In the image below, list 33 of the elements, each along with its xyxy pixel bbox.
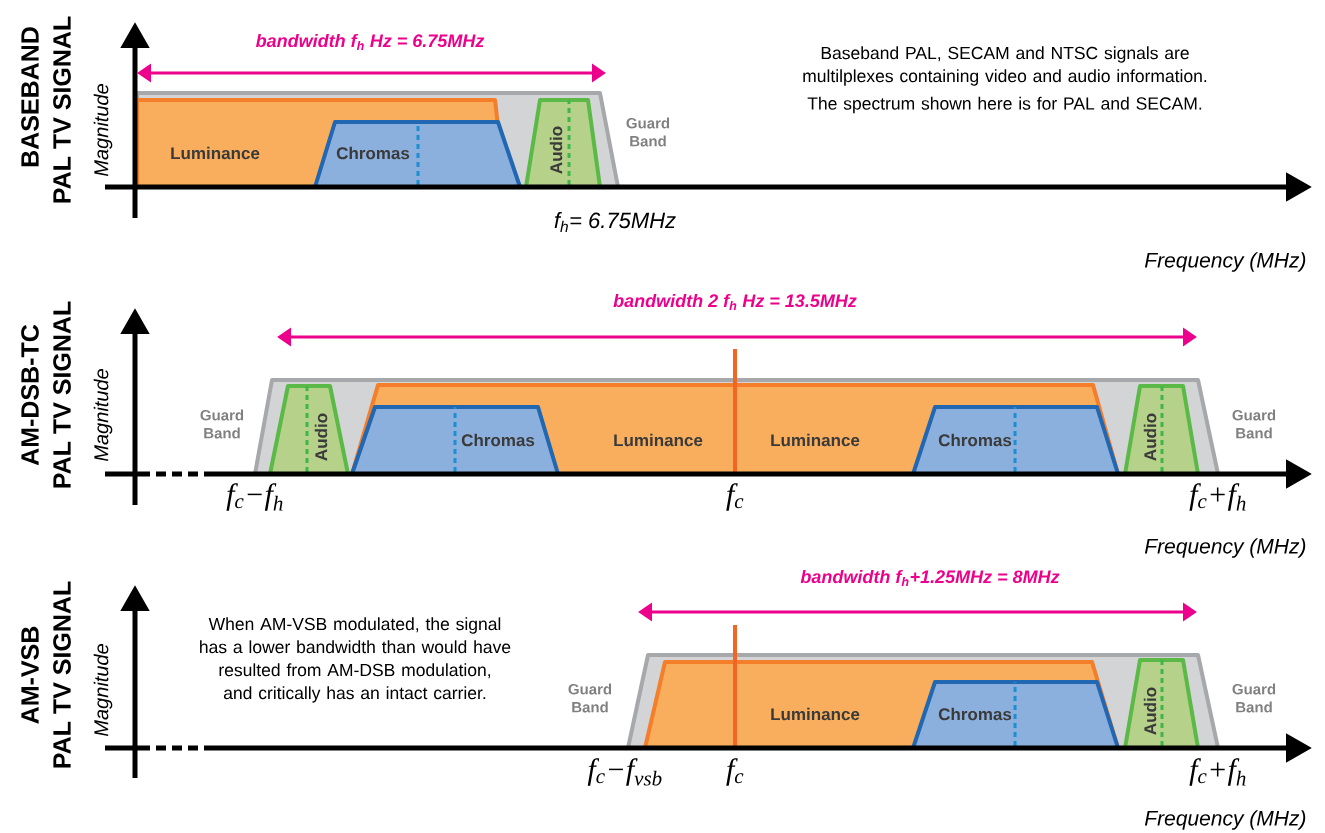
- axis-label: Magnitude: [93, 84, 113, 177]
- frequency-mark-label: f$_{c}$−f$_{h}$: [226, 483, 283, 511]
- bandwidth-label: bandwidth f$_{h}$+1.25MHz = 8MHz: [800, 569, 1060, 587]
- axis-label: Frequency (MHz): [1144, 538, 1306, 558]
- bandwidth-label: bandwidth f$_{h}$ Hz = 6.75MHz: [255, 33, 485, 51]
- panel-title: AM-VSB: [21, 626, 39, 724]
- panel-title: BASEBAND: [21, 27, 39, 167]
- frequency-mark-label: f$_{h}$= 6.75MHz: [554, 212, 676, 232]
- panel-title: AM-DSB-TC: [21, 324, 39, 466]
- panel-title: PAL TV SIGNAL: [53, 581, 71, 768]
- audio-band: Audio: [268, 384, 350, 476]
- guard-band-label: Guard Band: [1232, 683, 1276, 713]
- axis-label: Magnitude: [93, 644, 113, 737]
- audio-band: Audio: [1123, 384, 1200, 476]
- axis-label: Magnitude: [93, 369, 113, 462]
- note-text: The spectrum shown here is for PAL and SECAM.: [807, 96, 1202, 114]
- guard-band-label: Guard Band: [568, 683, 612, 713]
- frequency-mark-label: f$_{c}$+f$_{h}$: [1189, 758, 1246, 786]
- frequency-mark-label: f$_{c}$+f$_{h}$: [1189, 483, 1246, 511]
- panel-title: PAL TV SIGNAL: [53, 301, 71, 488]
- audio-band: Audio: [1123, 658, 1200, 750]
- bandwidth-label: bandwidth 2 f$_{h}$ Hz = 13.5MHz: [613, 293, 857, 311]
- frequency-mark-label: f$_{c}$−f$_{vsb}$: [587, 758, 662, 786]
- axis-label: Frequency (MHz): [1144, 810, 1306, 830]
- panel-title: PAL TV SIGNAL: [53, 16, 71, 203]
- frequency-mark-label: f$_{c}$: [726, 483, 744, 511]
- axis-label: Frequency (MHz): [1144, 252, 1306, 272]
- frequency-mark-label: f$_{c}$: [726, 758, 744, 786]
- guard-band-label: Guard Band: [200, 409, 244, 439]
- guard-band-label: Guard Band: [626, 117, 670, 147]
- note-text: Baseband PAL, SECAM and NTSC signals are multilplexes containing video and audio information.: [803, 46, 1207, 86]
- note-text: When AM-VSB modulated, the signal has a lower bandwidth than would have resulted from AM-DSB modulation, and critically has an intact carrier.: [200, 617, 511, 703]
- guard-band-label: Guard Band: [1232, 409, 1276, 439]
